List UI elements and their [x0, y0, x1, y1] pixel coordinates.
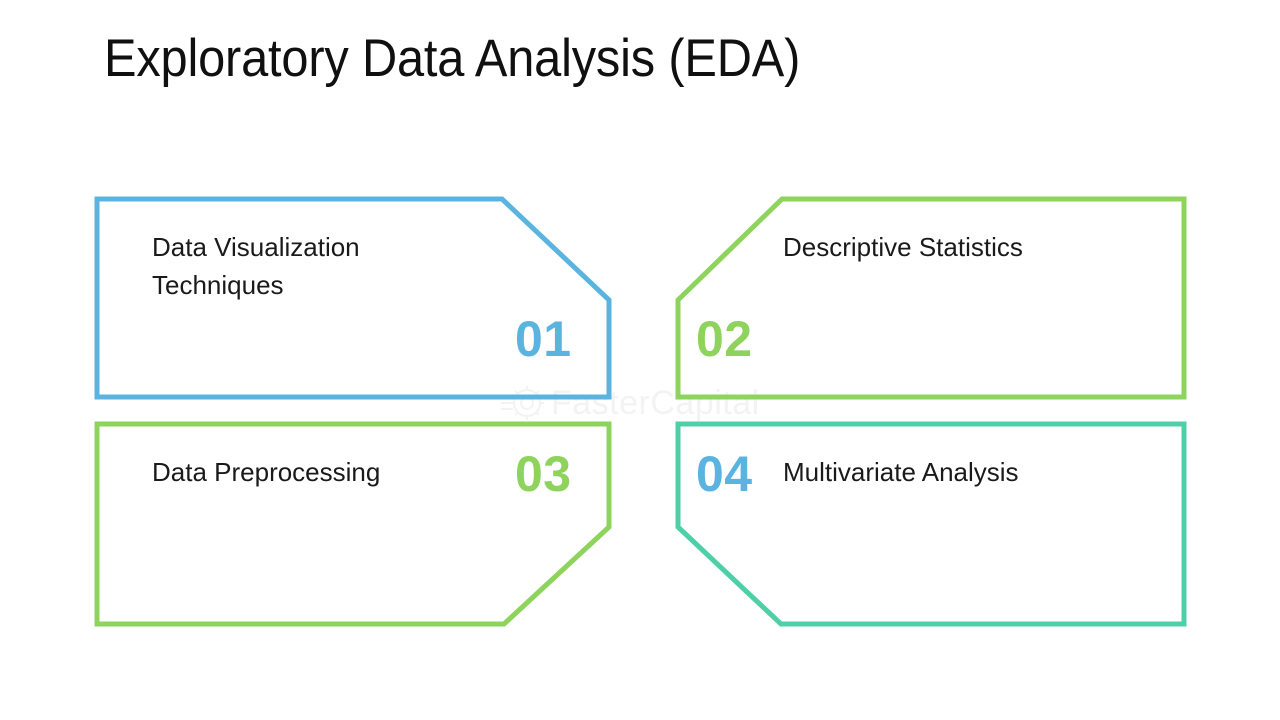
card-03-label: Data Preprocessing: [152, 457, 381, 487]
card-03[interactable]: Data Preprocessing 03: [94, 421, 612, 627]
card-01[interactable]: Data Visualization Techniques 01: [94, 196, 612, 400]
card-02-label: Descriptive Statistics: [783, 232, 1023, 262]
card-01-number: 01: [515, 311, 572, 367]
card-02-shape: [675, 196, 1187, 400]
card-01-shape: [94, 196, 612, 400]
page-title: Exploratory Data Analysis (EDA): [104, 29, 801, 88]
card-04[interactable]: Multivariate Analysis 04: [675, 421, 1187, 627]
card-04-label: Multivariate Analysis: [783, 457, 1019, 487]
card-04-shape: [675, 421, 1187, 627]
card-03-number: 03: [515, 446, 572, 502]
card-03-shape: [94, 421, 612, 627]
card-02[interactable]: Descriptive Statistics 02: [675, 196, 1187, 400]
card-02-number: 02: [696, 311, 753, 367]
card-04-number: 04: [696, 446, 753, 502]
card-01-label: Data Visualization Techniques: [152, 232, 360, 300]
